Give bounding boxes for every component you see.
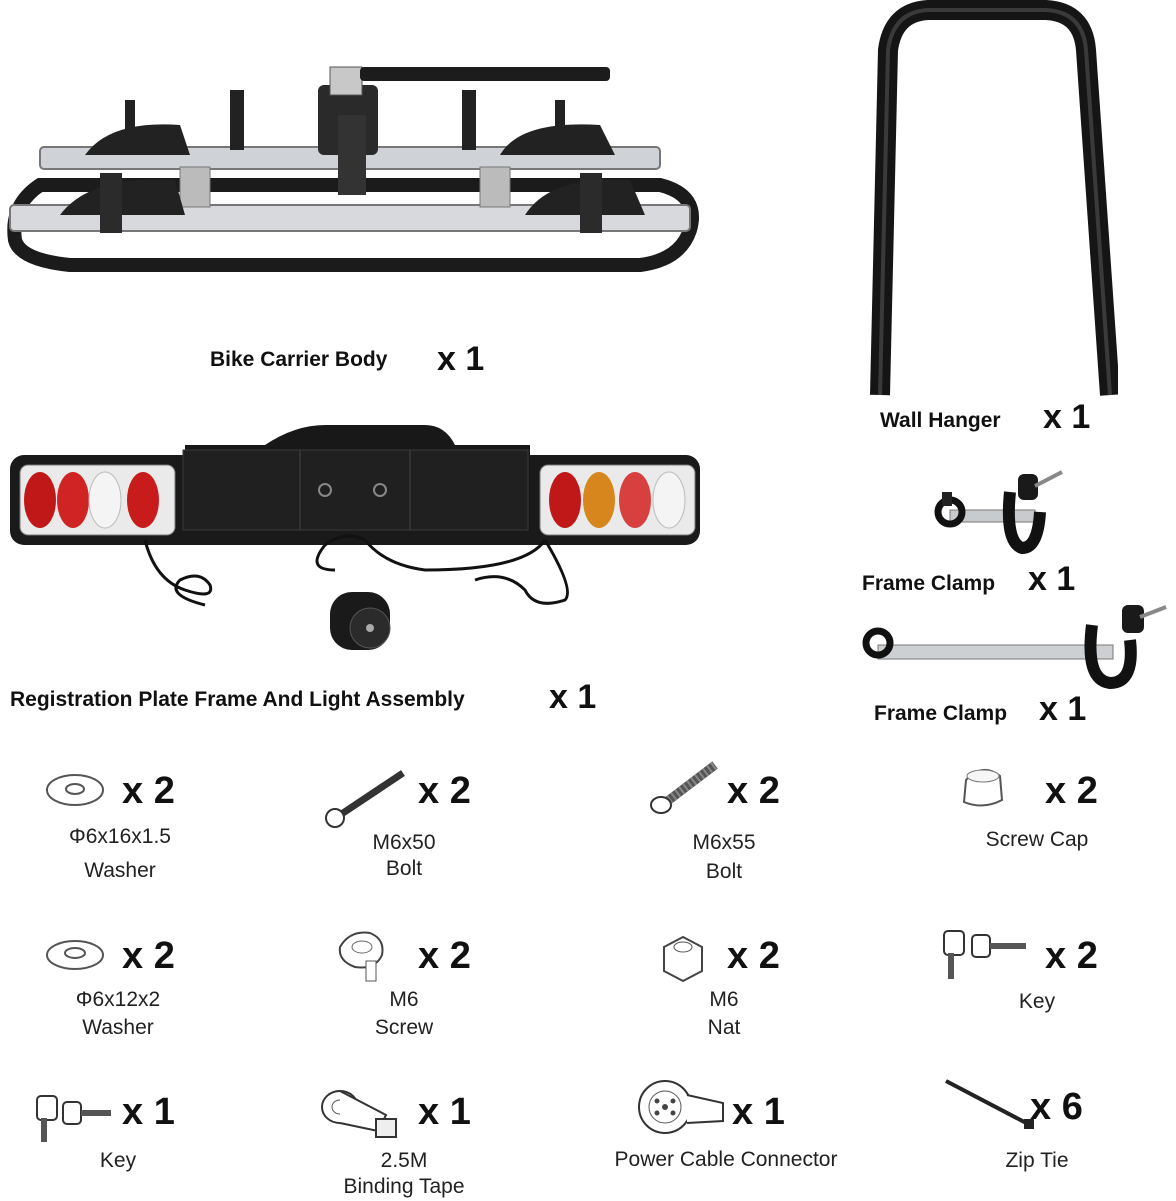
carrier-label: Bike Carrier Body (210, 348, 388, 371)
light-board-icon (10, 425, 700, 650)
screw-cap-icon (958, 760, 1008, 810)
part-qty: x 1 (732, 1091, 785, 1133)
part-qty: x 2 (1045, 935, 1098, 977)
frame-clamp-long-label: Frame Clamp (874, 702, 1008, 725)
light-board-image (5, 420, 705, 670)
key-pair-icon (940, 925, 1030, 985)
part-name: Key (99, 1149, 137, 1172)
frame-clamp-long-image (860, 595, 1176, 690)
bike-carrier-icon (7, 66, 699, 272)
part-name: Key (1018, 990, 1056, 1013)
part-qty: x 2 (122, 770, 175, 812)
frame-clamp-image (930, 462, 1075, 557)
bolt-50-icon (315, 765, 410, 830)
binding-tape-icon (318, 1075, 408, 1145)
part-qty: x 6 (1030, 1086, 1083, 1128)
wall-hanger-image (858, 0, 1118, 400)
wall-hanger-label: Wall Hanger (880, 409, 1001, 432)
frame-clamp-label: Frame Clamp (862, 572, 996, 595)
light-board-qty: x 1 (549, 678, 597, 716)
light-board-label: Registration Plate Frame And Light Assem… (10, 688, 465, 711)
frame-clamp-qty: x 1 (1028, 560, 1076, 598)
part-spec: Φ6x16x1.5 (69, 825, 171, 848)
part-name: Bolt (705, 860, 743, 883)
nut-icon (658, 933, 708, 983)
zip-tie-icon (940, 1075, 1040, 1135)
frame-clamp-long-qty: x 1 (1039, 690, 1087, 728)
wall-hanger-icon (870, 0, 1118, 396)
part-spec: M6x55 (692, 831, 756, 854)
key-single-icon (35, 1090, 115, 1150)
washer-12-icon (45, 935, 105, 975)
part-qty: x 2 (727, 935, 780, 977)
part-qty: x 2 (727, 770, 780, 812)
part-name: Screw (374, 1016, 434, 1039)
bike-carrier-image (0, 55, 710, 280)
part-name: Zip Tie (1005, 1149, 1069, 1172)
part-qty: x 2 (122, 935, 175, 977)
part-name: Binding Tape (343, 1175, 465, 1198)
part-spec: 2.5M (380, 1149, 428, 1172)
part-spec: M6 (389, 988, 419, 1011)
washer-16-icon (45, 770, 105, 810)
bolt-55-icon (645, 755, 725, 820)
part-spec: M6x50 (372, 831, 436, 854)
wall-hanger-qty: x 1 (1043, 398, 1091, 436)
part-name: Bolt (385, 857, 423, 880)
part-spec: Φ6x12x2 (75, 988, 161, 1011)
part-spec: M6 (709, 988, 739, 1011)
part-name: Power Cable Connector (614, 1148, 838, 1171)
part-name: Nat (707, 1016, 741, 1039)
part-name: Washer (82, 1016, 154, 1039)
carrier-qty: x 1 (437, 340, 485, 378)
part-qty: x 1 (122, 1091, 175, 1133)
part-qty: x 2 (418, 770, 471, 812)
frame-clamp-long-icon (862, 605, 1167, 690)
part-qty: x 2 (418, 935, 471, 977)
part-name: Washer (84, 859, 156, 882)
part-qty: x 1 (418, 1091, 471, 1133)
part-qty: x 2 (1045, 770, 1098, 812)
part-name: Screw Cap (985, 828, 1089, 851)
knob-screw-icon (330, 925, 390, 985)
power-connector-icon (635, 1075, 730, 1140)
frame-clamp-icon (934, 470, 1063, 555)
